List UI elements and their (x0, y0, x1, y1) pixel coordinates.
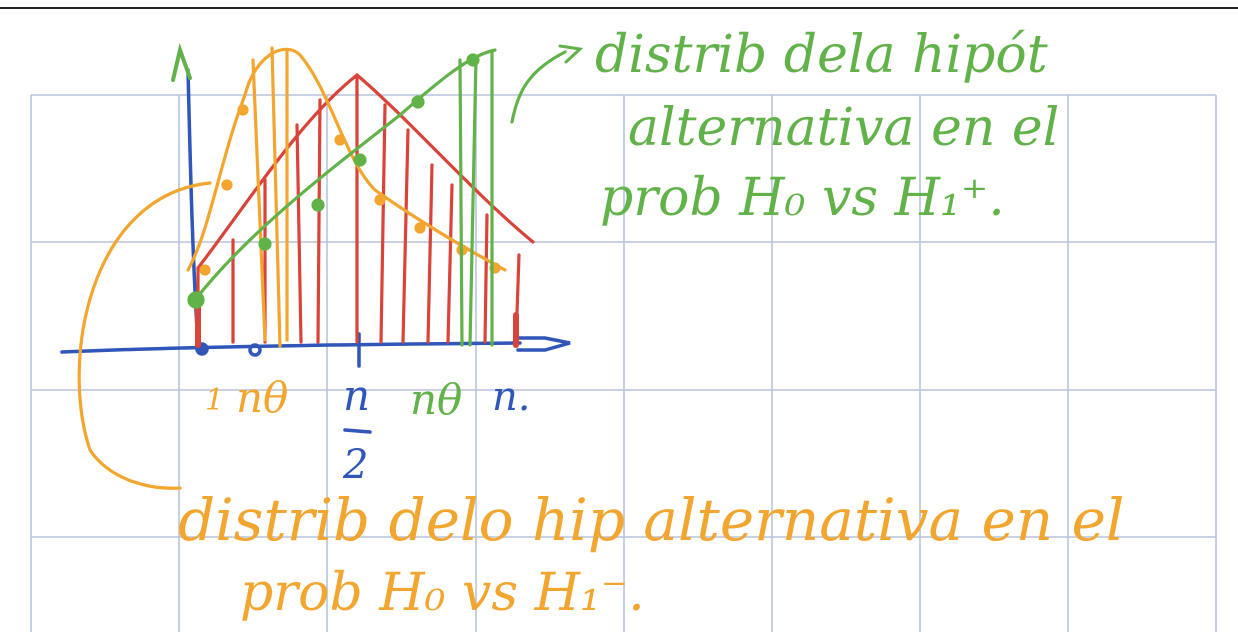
tick-label-n: n (343, 371, 370, 420)
alt-minus-note-line2: prob H₀ vs H₁⁻. (240, 563, 645, 623)
fraction-bar (343, 428, 372, 434)
alt-minus-distribution (77, 46, 507, 490)
alt-plus-note-line2: alternativa en el (628, 98, 1059, 158)
alt-plus-distribution (187, 44, 584, 347)
alt-minus-callout (77, 181, 212, 490)
alt-minus-note-line1: distrib delo hip alternativa en el (178, 486, 1124, 554)
y-axis-arrow-icon (171, 42, 192, 82)
alt-plus-note-line1: distrib dela hipót (595, 25, 1048, 85)
callout-arrow-icon (558, 44, 584, 64)
alt-plus-callout (510, 50, 567, 124)
tick-label-n-end: n. (492, 374, 530, 420)
alt-minus-curve (186, 47, 507, 272)
tick-label-2: 2 (342, 442, 368, 488)
alt-plus-note-line3: prob H₀ vs H₁⁺. (600, 168, 1005, 228)
axis-dot-ntheta (248, 343, 262, 357)
grid (30, 94, 1217, 632)
tick-label-ntheta-right: nθ (410, 375, 462, 424)
alt-plus-note: distrib dela hipót alternativa en el pro… (595, 25, 1059, 228)
tick-label-ntheta-left: nθ (236, 373, 288, 422)
x-axis (60, 341, 522, 354)
axis-arrow-end-icon (516, 336, 571, 352)
tick-label-1: 1 (205, 383, 224, 418)
alt-minus-note: distrib delo hip alternativa en el prob … (178, 486, 1124, 623)
null-distribution (195, 72, 535, 348)
null-curve (196, 72, 535, 270)
alt-plus-curve (193, 48, 497, 302)
